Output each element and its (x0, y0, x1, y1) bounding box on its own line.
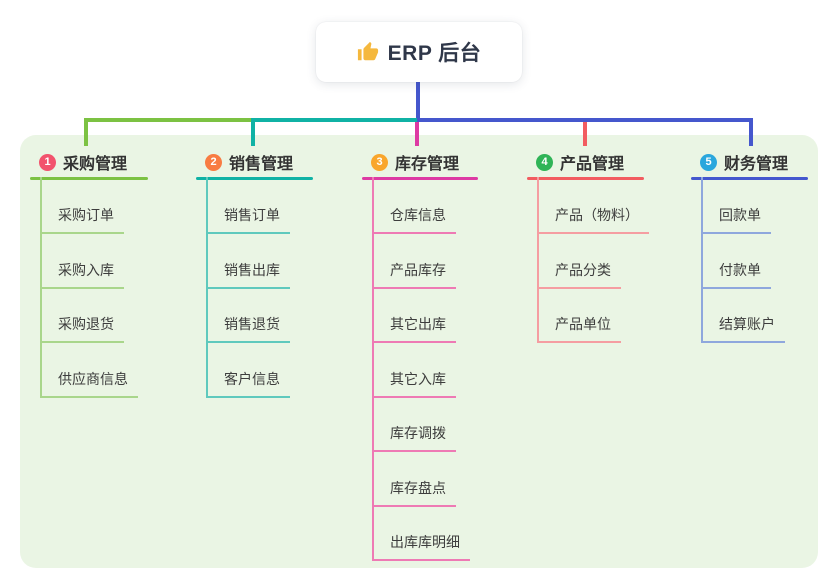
child-node-outbound-detail[interactable]: 出库库明细 (372, 532, 470, 561)
horizontal-connector-blue (417, 118, 753, 122)
branch-child-connector (701, 177, 703, 343)
horizontal-connector-green (84, 118, 254, 122)
drop-connector-inventory (415, 122, 419, 146)
branch-title: 库存管理 (395, 156, 460, 173)
child-node-other-inbound[interactable]: 其它入库 (372, 369, 456, 398)
branch-number-badge: 3 (371, 153, 388, 171)
trunk-connector (416, 82, 420, 120)
branch-number-badge: 2 (205, 153, 222, 171)
branch-title: 销售管理 (229, 156, 294, 173)
child-node-sales-return[interactable]: 销售退货 (206, 314, 290, 343)
branch-product: 4 产品管理 产品（物料） 产品分类 产品单位 (527, 150, 649, 343)
branch-underline (527, 177, 644, 180)
child-node-purchase-inbound[interactable]: 采购入库 (40, 260, 124, 289)
child-node-receipt-bill[interactable]: 回款单 (701, 205, 771, 234)
branch-sales: 2 销售管理 销售订单 销售出库 销售退货 客户信息 (196, 150, 313, 398)
drop-connector-sales (251, 118, 255, 146)
branch-header-sales[interactable]: 2 销售管理 (196, 150, 313, 174)
branch-underline (196, 177, 313, 180)
child-node-stock-transfer[interactable]: 库存调拨 (372, 423, 456, 452)
branches-panel (20, 135, 818, 568)
child-node-customer-info[interactable]: 客户信息 (206, 369, 290, 398)
branch-header-inventory[interactable]: 3 库存管理 (362, 150, 478, 174)
branch-finance: 5 财务管理 回款单 付款单 结算账户 (691, 150, 808, 343)
branch-title: 产品管理 (560, 156, 625, 173)
child-node-product-unit[interactable]: 产品单位 (537, 314, 621, 343)
branch-number-badge: 5 (700, 153, 717, 171)
branch-child-connector (372, 177, 374, 561)
child-node-warehouse-info[interactable]: 仓库信息 (372, 205, 456, 234)
child-node-settlement-account[interactable]: 结算账户 (701, 314, 785, 343)
child-node-sales-order[interactable]: 销售订单 (206, 205, 290, 234)
child-node-stock-taking[interactable]: 库存盘点 (372, 478, 456, 507)
child-node-product-category[interactable]: 产品分类 (537, 260, 621, 289)
child-node-other-outbound[interactable]: 其它出库 (372, 314, 456, 343)
branch-underline (362, 177, 478, 180)
branch-number-badge: 1 (39, 153, 56, 171)
branch-purchase: 1 采购管理 采购订单 采购入库 采购退货 供应商信息 (30, 150, 148, 398)
branch-inventory: 3 库存管理 仓库信息 产品库存 其它出库 其它入库 库存调拨 库存盘点 出库库… (362, 150, 478, 561)
branch-underline (30, 177, 148, 180)
thumbs-up-icon (357, 41, 378, 61)
drop-connector-finance (749, 118, 753, 146)
branch-number-badge: 4 (536, 153, 553, 171)
branch-header-product[interactable]: 4 产品管理 (527, 150, 644, 174)
child-node-purchase-return[interactable]: 采购退货 (40, 314, 124, 343)
branch-title: 采购管理 (63, 156, 128, 173)
branch-title: 财务管理 (724, 156, 789, 173)
drop-connector-purchase (84, 118, 88, 146)
child-node-sales-outbound[interactable]: 销售出库 (206, 260, 290, 289)
root-node[interactable]: ERP 后台 (316, 22, 522, 82)
branch-underline (691, 177, 808, 180)
child-node-supplier-info[interactable]: 供应商信息 (40, 369, 138, 398)
branch-header-finance[interactable]: 5 财务管理 (691, 150, 808, 174)
child-node-product-material[interactable]: 产品（物料） (537, 205, 649, 234)
child-node-product-stock[interactable]: 产品库存 (372, 260, 456, 289)
horizontal-connector-teal (251, 118, 417, 122)
branch-child-connector (537, 177, 539, 343)
root-title: ERP 后台 (387, 42, 482, 65)
drop-connector-product (583, 122, 587, 146)
child-node-payment-bill[interactable]: 付款单 (701, 260, 771, 289)
child-node-purchase-order[interactable]: 采购订单 (40, 205, 124, 234)
branch-header-purchase[interactable]: 1 采购管理 (30, 150, 148, 174)
